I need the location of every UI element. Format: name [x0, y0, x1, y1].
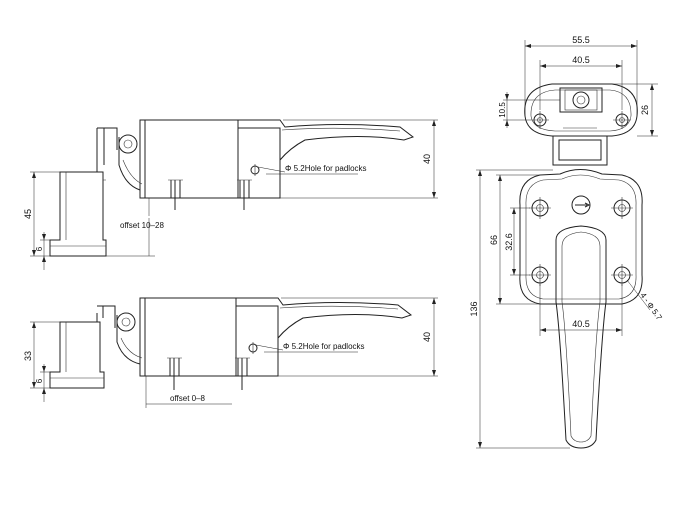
overall-height-label: 136 [469, 301, 479, 316]
catch-height-label: 10.5 [498, 102, 507, 118]
hinge-pin-bottom [116, 312, 136, 332]
offset-label-top: offset 10–28 [120, 221, 164, 230]
hinge-pin [118, 134, 138, 154]
mounting-plate [519, 169, 643, 305]
padlock-label-bottom: Φ 5.2Hole for padlocks [283, 342, 365, 351]
hole-spacing-label: 32.6 [504, 233, 514, 251]
strike-center-hole [572, 91, 590, 109]
handle [555, 225, 607, 449]
height-label-top: 40 [422, 154, 432, 164]
body-holes-label: 40.5 [572, 319, 590, 329]
flange-label-bottom: 6 [35, 378, 44, 383]
side-view-bottom: 40 33 6 Φ 5.2Hole for padlocks offset 0–… [23, 297, 438, 408]
flange-label-top: 6 [35, 246, 44, 251]
base-height-label-top: 45 [23, 209, 33, 219]
width-label-holes: 40.5 [572, 55, 590, 65]
height-label-bottom: 40 [422, 332, 432, 342]
padlock-label-top: Φ 5.2Hole for padlocks [285, 164, 367, 173]
front-view: 55.5 40.5 10.5 26 66 32.6 136 40.5 4 - Φ… [469, 35, 664, 449]
hole-dia-label: 4 - Φ 5.7 [638, 291, 664, 322]
side-view-top: 40 45 6 Φ 5.2Hole for padlocks offset 10… [23, 119, 438, 270]
catch-total-label: 26 [640, 105, 650, 115]
base-height-label-bottom: 33 [23, 351, 33, 361]
offset-label-bottom: offset 0–8 [170, 394, 206, 403]
body-height-label: 66 [489, 235, 499, 245]
width-label-total: 55.5 [572, 35, 590, 45]
